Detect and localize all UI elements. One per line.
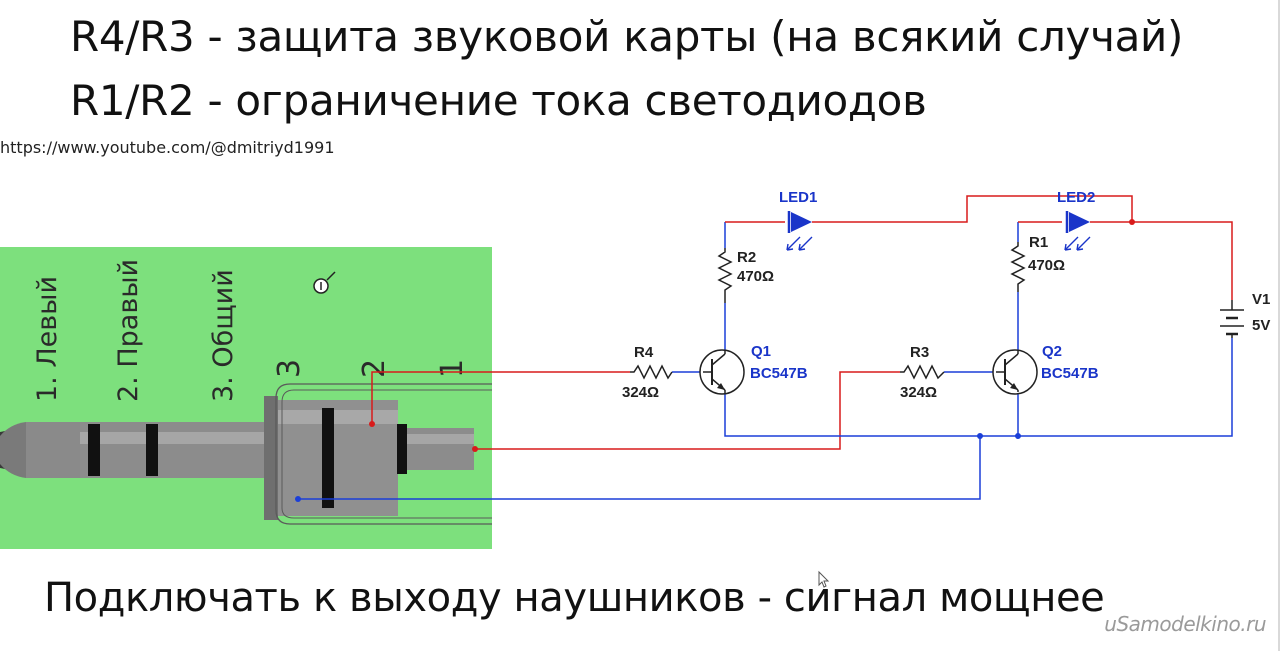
junction-ground-1 bbox=[977, 433, 983, 439]
junction-sleeve bbox=[295, 496, 301, 502]
plug-band-4 bbox=[397, 424, 407, 474]
r2-value: 470Ω bbox=[737, 268, 774, 285]
r2-name: R2 bbox=[737, 249, 756, 266]
v1-name: V1 bbox=[1252, 291, 1270, 308]
junction-pin2 bbox=[369, 421, 375, 427]
wire-ground-sleeve bbox=[298, 436, 981, 500]
heading-line-2: R1/R2 - ограничение тока светодиодов bbox=[70, 76, 927, 125]
resistor-r1 bbox=[1010, 242, 1026, 292]
q2-name: Q2 bbox=[1042, 343, 1062, 360]
right-border bbox=[1278, 0, 1280, 651]
probe-icon bbox=[313, 271, 336, 294]
junction-supply bbox=[1129, 219, 1135, 225]
r4-value: 324Ω bbox=[622, 384, 659, 401]
r3-value: 324Ω bbox=[900, 384, 937, 401]
battery-v1 bbox=[1220, 300, 1244, 338]
youtube-url: https://www.youtube.com/@dmitriyd1991 bbox=[0, 138, 335, 157]
plug-label-common: 3. Общий bbox=[208, 269, 239, 402]
pin-number-2: 2 bbox=[357, 359, 392, 378]
wire-supply-top bbox=[812, 195, 1133, 223]
q1-name: Q1 bbox=[751, 343, 771, 360]
plug-band-1 bbox=[88, 424, 100, 476]
r1-value: 470Ω bbox=[1028, 257, 1065, 274]
v1-value: 5V bbox=[1252, 317, 1270, 334]
watermark: uSamodelkino.ru bbox=[1104, 612, 1266, 636]
q2-model: BC547B bbox=[1041, 365, 1099, 382]
pin-number-3: 3 bbox=[272, 359, 307, 378]
wire-ground-bus bbox=[724, 338, 1233, 437]
bottom-note: Подключать к выходу наушников - сигнал м… bbox=[44, 575, 1105, 621]
plug-label-right: 2. Правый bbox=[113, 259, 144, 402]
wire-pin1-to-r3 bbox=[475, 371, 900, 450]
resistor-r3 bbox=[900, 364, 945, 380]
pin-number-1: 1 bbox=[435, 359, 470, 378]
plug-band-3 bbox=[322, 408, 334, 508]
audio-plug bbox=[0, 383, 492, 525]
wire-pin2-to-r4 bbox=[371, 371, 630, 424]
led1-symbol bbox=[786, 211, 813, 251]
led1-label: LED1 bbox=[779, 189, 817, 206]
plug-label-left: 1. Левый bbox=[32, 276, 63, 402]
plug-band-2 bbox=[146, 424, 158, 476]
resistor-r2 bbox=[717, 248, 733, 303]
heading-line-1: R4/R3 - защита звуковой карты (на всякий… bbox=[70, 12, 1184, 61]
junction-ground-2 bbox=[1015, 433, 1021, 439]
led2-symbol bbox=[1064, 211, 1091, 251]
junction-pin1 bbox=[472, 446, 478, 452]
q1-model: BC547B bbox=[750, 365, 808, 382]
wire-supply-v1 bbox=[1090, 221, 1233, 300]
led2-label: LED2 bbox=[1057, 189, 1095, 206]
r3-name: R3 bbox=[910, 344, 929, 361]
transistor-q2 bbox=[992, 349, 1038, 395]
r1-name: R1 bbox=[1029, 234, 1048, 251]
transistor-q1 bbox=[699, 349, 745, 395]
r4-name: R4 bbox=[634, 344, 654, 361]
plug-background bbox=[0, 247, 492, 549]
cursor-icon bbox=[818, 570, 830, 588]
resistor-r4 bbox=[630, 364, 673, 380]
